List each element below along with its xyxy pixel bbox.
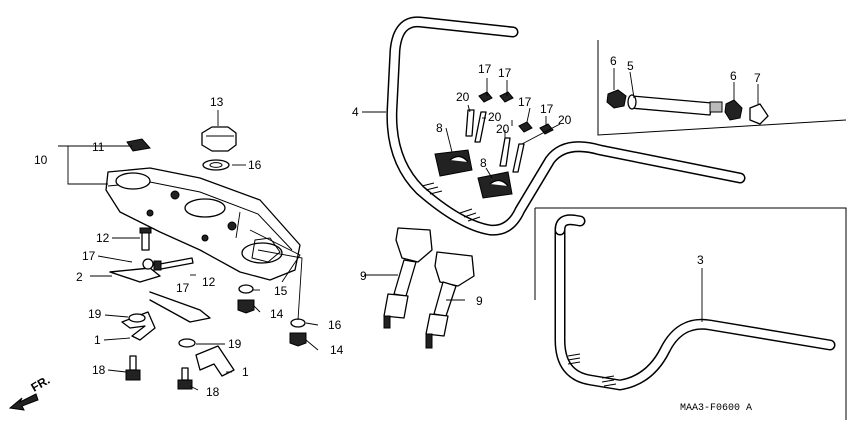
inset-bar-end bbox=[597, 40, 847, 136]
lower-holder-b bbox=[425, 251, 475, 349]
diagram-code: MAA3-F0600 A bbox=[680, 403, 752, 414]
callout-12a: 12 bbox=[96, 231, 110, 245]
washer-19a bbox=[128, 313, 146, 323]
callout-9b: 9 bbox=[476, 294, 483, 308]
callout-19b: 19 bbox=[228, 337, 242, 351]
callout-16a: 15 bbox=[274, 284, 288, 298]
upper-holder-b bbox=[477, 171, 513, 199]
bolt-18a bbox=[125, 355, 141, 381]
callout-8a: 8 bbox=[436, 121, 443, 135]
bolt-18b bbox=[177, 367, 193, 390]
wire-holder-b bbox=[195, 345, 235, 377]
callout-labels: 10 11 13 16 12 17 2 17 12 15 14 16 14 19… bbox=[29, 54, 762, 414]
callout-19a: 19 bbox=[88, 307, 102, 321]
collar-16a bbox=[238, 284, 254, 294]
wire-clip bbox=[109, 258, 211, 323]
callout-14b: 14 bbox=[330, 343, 344, 357]
callout-2: 2 bbox=[76, 270, 83, 284]
front-direction-label: FR. bbox=[29, 373, 53, 395]
top-bridge bbox=[105, 167, 301, 281]
nut-14b bbox=[289, 332, 307, 347]
callout-5: 5 bbox=[627, 59, 634, 73]
callout-20a: 20 bbox=[456, 90, 470, 104]
callout-6a: 6 bbox=[610, 54, 617, 68]
callout-18a: 18 bbox=[92, 363, 106, 377]
callout-17d: 17 bbox=[498, 66, 512, 80]
leader-lines bbox=[58, 68, 759, 391]
callout-14a: 14 bbox=[270, 307, 284, 321]
cap-nut bbox=[201, 126, 237, 152]
front-direction-arrow-icon bbox=[8, 393, 39, 411]
nut-14a bbox=[237, 299, 255, 314]
callout-11: 11 bbox=[92, 140, 105, 154]
callout-20b: 20 bbox=[488, 110, 502, 124]
callout-20d: 20 bbox=[558, 113, 572, 127]
collar-16b bbox=[290, 318, 306, 328]
callout-7: 7 bbox=[754, 71, 761, 85]
callout-17a: 17 bbox=[82, 249, 96, 263]
callout-4: 4 bbox=[352, 105, 359, 119]
callout-3: 3 bbox=[697, 253, 704, 267]
bolt-12b bbox=[153, 257, 194, 271]
bar-end-weight bbox=[606, 89, 769, 125]
callout-12b: 12 bbox=[202, 275, 216, 289]
washer-19b bbox=[178, 338, 196, 348]
callout-1a: 1 bbox=[94, 333, 101, 347]
handlebar-bolts bbox=[465, 91, 554, 173]
callout-10: 10 bbox=[34, 153, 48, 167]
callout-8b: 8 bbox=[480, 156, 487, 170]
callout-1b: 1 bbox=[242, 365, 249, 379]
callout-20c: 20 bbox=[496, 122, 510, 136]
callout-6b: 6 bbox=[730, 69, 737, 83]
rubber-pad bbox=[126, 138, 151, 152]
callout-17f: 17 bbox=[540, 102, 554, 116]
handlebar-pipe bbox=[386, 16, 746, 236]
callout-17c: 17 bbox=[478, 62, 492, 76]
lower-holder-a bbox=[383, 227, 433, 329]
callout-15: 16 bbox=[248, 158, 262, 172]
callout-16b: 16 bbox=[328, 318, 342, 332]
callout-17b: 17 bbox=[176, 281, 190, 295]
upper-holder-a bbox=[434, 149, 473, 177]
callout-13: 13 bbox=[210, 95, 224, 109]
callout-9a: 9 bbox=[360, 269, 367, 283]
bolt-12a bbox=[139, 227, 152, 251]
callout-17e: 17 bbox=[518, 95, 532, 109]
washer bbox=[202, 159, 230, 171]
inset-alt-handlebar bbox=[534, 207, 847, 420]
callout-18b: 18 bbox=[206, 385, 220, 399]
